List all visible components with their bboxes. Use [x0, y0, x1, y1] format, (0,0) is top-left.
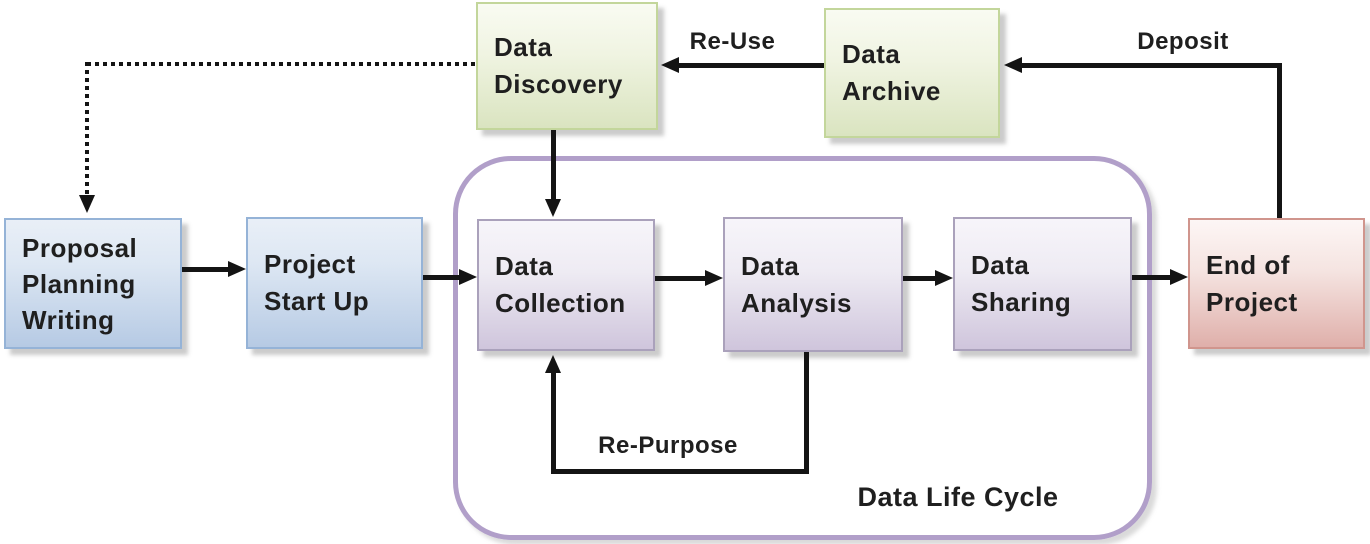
arrow-repurpose-bottom-horizontal [551, 469, 809, 474]
label-reuse: Re-Use [689, 28, 776, 55]
label-deposit: Deposit [1137, 28, 1229, 55]
node-data-sharing-line2: Sharing [971, 287, 1072, 317]
arrow-discovery-to-proposal-dotted-horizontal [87, 62, 476, 66]
node-end-of-project-line2: Project [1206, 286, 1298, 317]
node-end-of-project: End of Project [1188, 218, 1365, 349]
node-end-of-project-line1: End of [1206, 249, 1290, 280]
arrow-proposal-to-project-head [228, 261, 246, 277]
node-data-analysis-line1: Data [741, 250, 800, 281]
arrow-discovery-to-proposal-dotted-vertical [85, 62, 89, 195]
node-data-archive-line2: Archive [842, 76, 941, 106]
node-data-analysis-line2: Analysis [741, 287, 852, 318]
node-data-discovery-line2: Discovery [494, 69, 623, 99]
arrow-discovery-to-proposal-head [79, 195, 95, 213]
node-data-sharing-line1: Data [971, 250, 1030, 280]
arrow-repurpose-left-vertical [551, 373, 556, 474]
arrow-project-to-collection-head [459, 269, 477, 285]
arrow-discovery-to-collection-head [545, 199, 561, 217]
node-proposal-planning-writing: Proposal Planning Writing [4, 218, 182, 349]
arrow-collection-to-analysis-head [705, 270, 723, 286]
node-data-analysis: Data Analysis [723, 217, 903, 352]
arrow-reuse-line [679, 63, 824, 68]
data-life-cycle-label: Data Life Cycle [857, 482, 1059, 512]
node-data-collection-line1: Data [495, 251, 554, 281]
node-project-start-up-line2: Start Up [264, 286, 370, 316]
arrow-analysis-to-sharing-line [903, 276, 935, 281]
node-data-archive-line1: Data [842, 39, 901, 69]
arrow-repurpose-head [545, 355, 561, 373]
node-data-archive: Data Archive [824, 8, 1000, 138]
node-proposal-line3: Writing [22, 304, 115, 335]
arrow-reuse-head [661, 57, 679, 73]
arrow-collection-to-analysis-line [655, 276, 705, 281]
node-data-collection: Data Collection [477, 219, 655, 351]
node-proposal-line2: Planning [22, 268, 136, 299]
data-life-cycle-container [453, 156, 1152, 540]
arrow-discovery-to-collection-line [551, 130, 556, 199]
node-proposal-line1: Proposal [22, 232, 138, 263]
node-data-discovery-line1: Data [494, 32, 553, 62]
arrow-deposit-vertical-line [1277, 65, 1282, 218]
arrow-proposal-to-project-line [182, 267, 228, 272]
arrow-analysis-to-sharing-head [935, 270, 953, 286]
arrow-deposit-horizontal-line [1022, 63, 1282, 68]
node-data-sharing: Data Sharing [953, 217, 1132, 351]
label-repurpose: Re-Purpose [598, 432, 738, 459]
arrow-sharing-to-end-line [1132, 275, 1170, 280]
arrow-deposit-head [1004, 57, 1022, 73]
node-data-collection-line2: Collection [495, 288, 626, 318]
node-project-start-up-line1: Project [264, 249, 356, 279]
arrow-project-to-collection-line [423, 275, 459, 280]
arrow-sharing-to-end-head [1170, 269, 1188, 285]
arrow-repurpose-right-vertical [804, 352, 809, 474]
node-project-start-up: Project Start Up [246, 217, 423, 349]
node-data-discovery: Data Discovery [476, 2, 658, 130]
